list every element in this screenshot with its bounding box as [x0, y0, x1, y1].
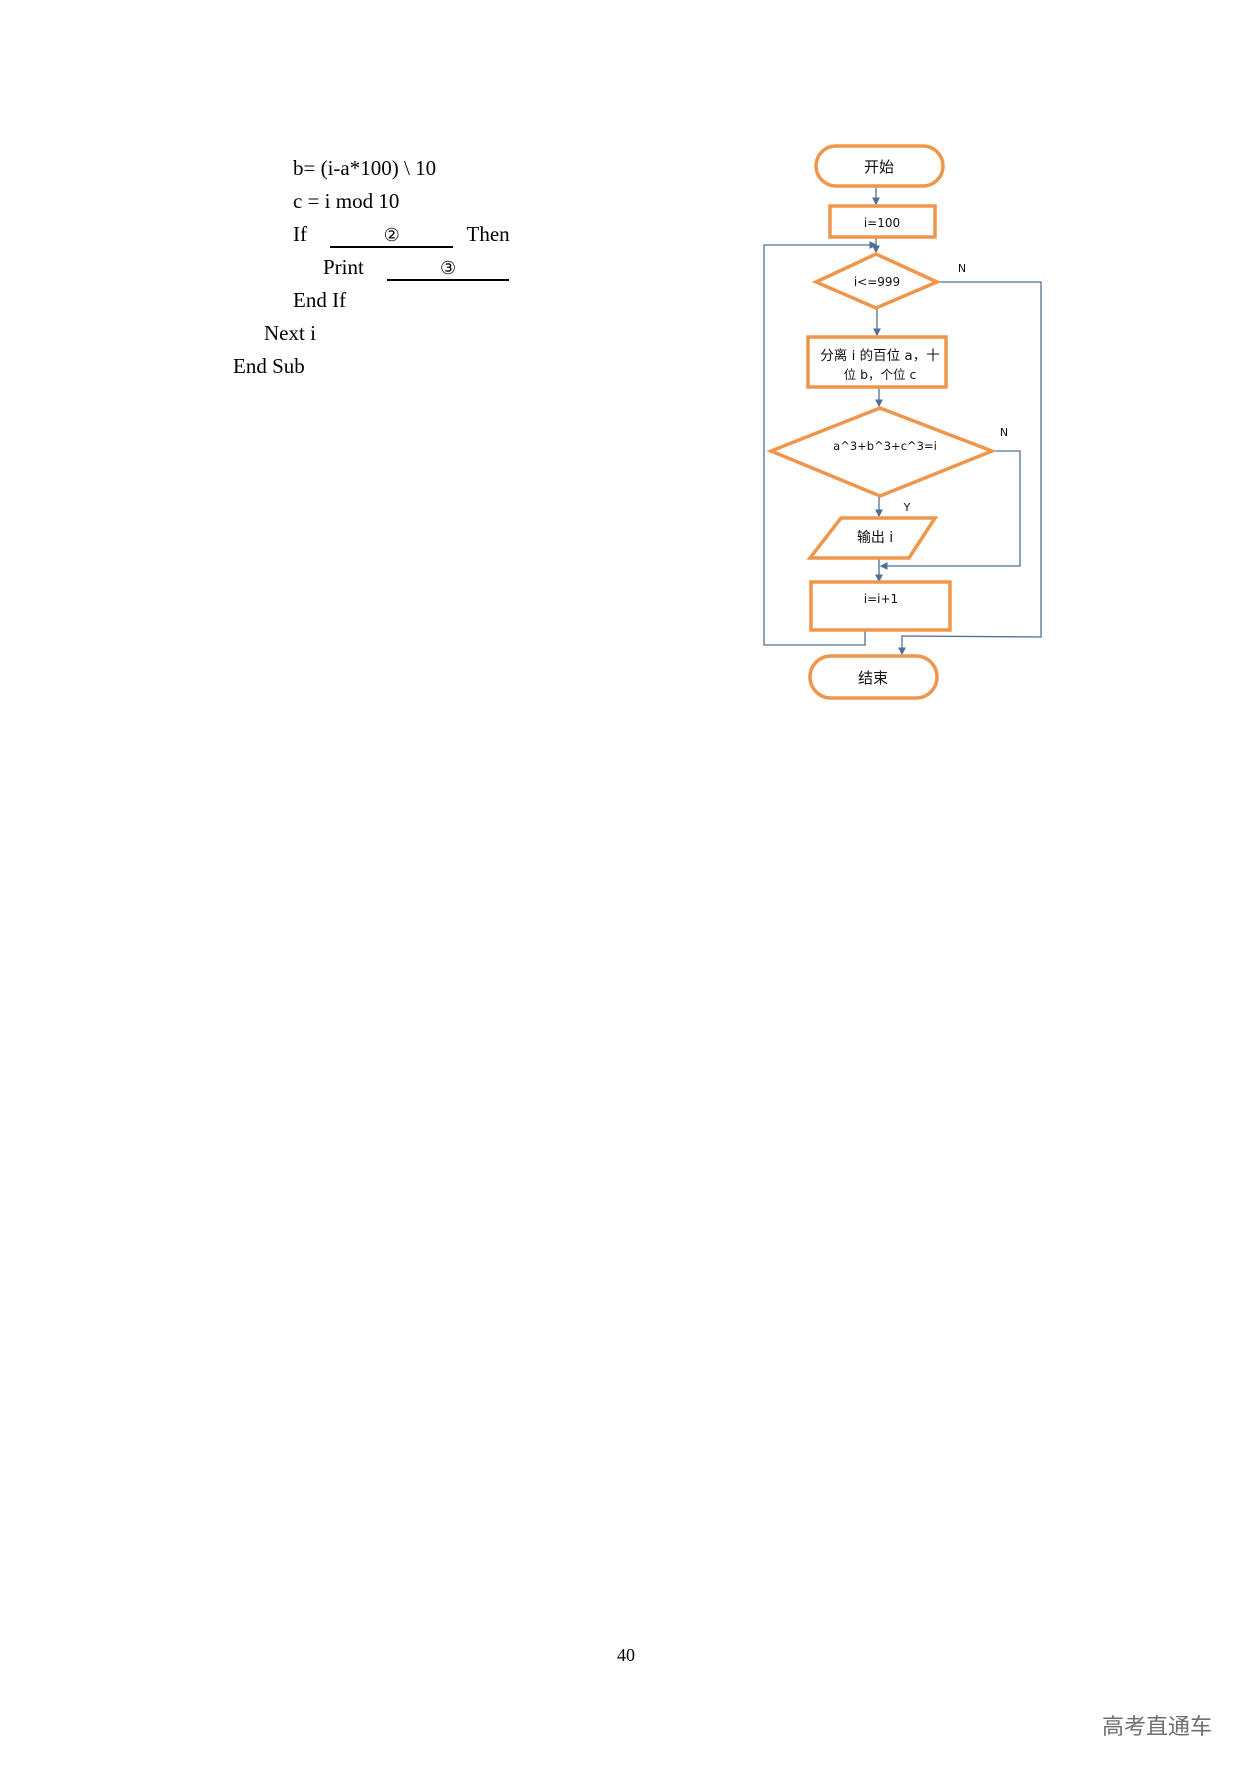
code-line-end-if: End If: [293, 288, 347, 312]
blank-2: ②: [330, 224, 454, 248]
check-yes-label: Y: [903, 501, 911, 514]
output-label: 输出 i: [857, 530, 893, 546]
loop-condition-diamond: [811, 252, 942, 310]
watermark: 高考直通车: [1102, 1715, 1213, 1740]
code-line-c: c = i mod 10: [293, 189, 400, 213]
init-label: i=100: [864, 216, 900, 230]
start-terminal: [814, 144, 945, 188]
start-label: 开始: [864, 158, 894, 176]
increment-label: i=i+1: [864, 592, 898, 606]
connectors: [763, 186, 1042, 656]
code-line-print: Print ③: [323, 255, 510, 281]
code-line-if: If ② Then: [293, 222, 510, 248]
code-line-next: Next i: [264, 321, 316, 345]
split-label-line1: 分离 i 的百位 a，十: [820, 347, 939, 364]
output-parallelogram: [806, 516, 939, 560]
page-number: 40: [617, 1645, 635, 1665]
code-line-b: b= (i-a*100) \ 10: [293, 156, 437, 180]
increment-box: [809, 580, 952, 632]
loop-no-label: N: [958, 262, 966, 275]
if-keyword: If: [293, 222, 307, 246]
narcissistic-number-flowchart: 开始 i=100 i<=999 N 分离 i 的百位 a，十 位 b，个位 c …: [763, 144, 1042, 700]
code-line-end-sub: End Sub: [233, 354, 305, 378]
end-terminal: [808, 654, 939, 700]
check-no-label: N: [1000, 426, 1008, 439]
split-label-line2: 位 b，个位 c: [844, 367, 917, 382]
then-keyword: Then: [466, 222, 510, 246]
print-keyword: Print: [323, 255, 364, 279]
blank-3-marker: ③: [440, 258, 457, 279]
narcissistic-check-diamond: [766, 406, 997, 498]
loop-condition-label: i<=999: [854, 275, 900, 289]
end-label: 结束: [858, 669, 888, 687]
check-condition-label: a^3+b^3+c^3=i: [833, 439, 937, 453]
init-process-box: [828, 204, 937, 239]
blank-2-marker: ②: [383, 225, 400, 246]
blank-3: ③: [387, 257, 510, 281]
split-digits-box: [806, 335, 948, 389]
